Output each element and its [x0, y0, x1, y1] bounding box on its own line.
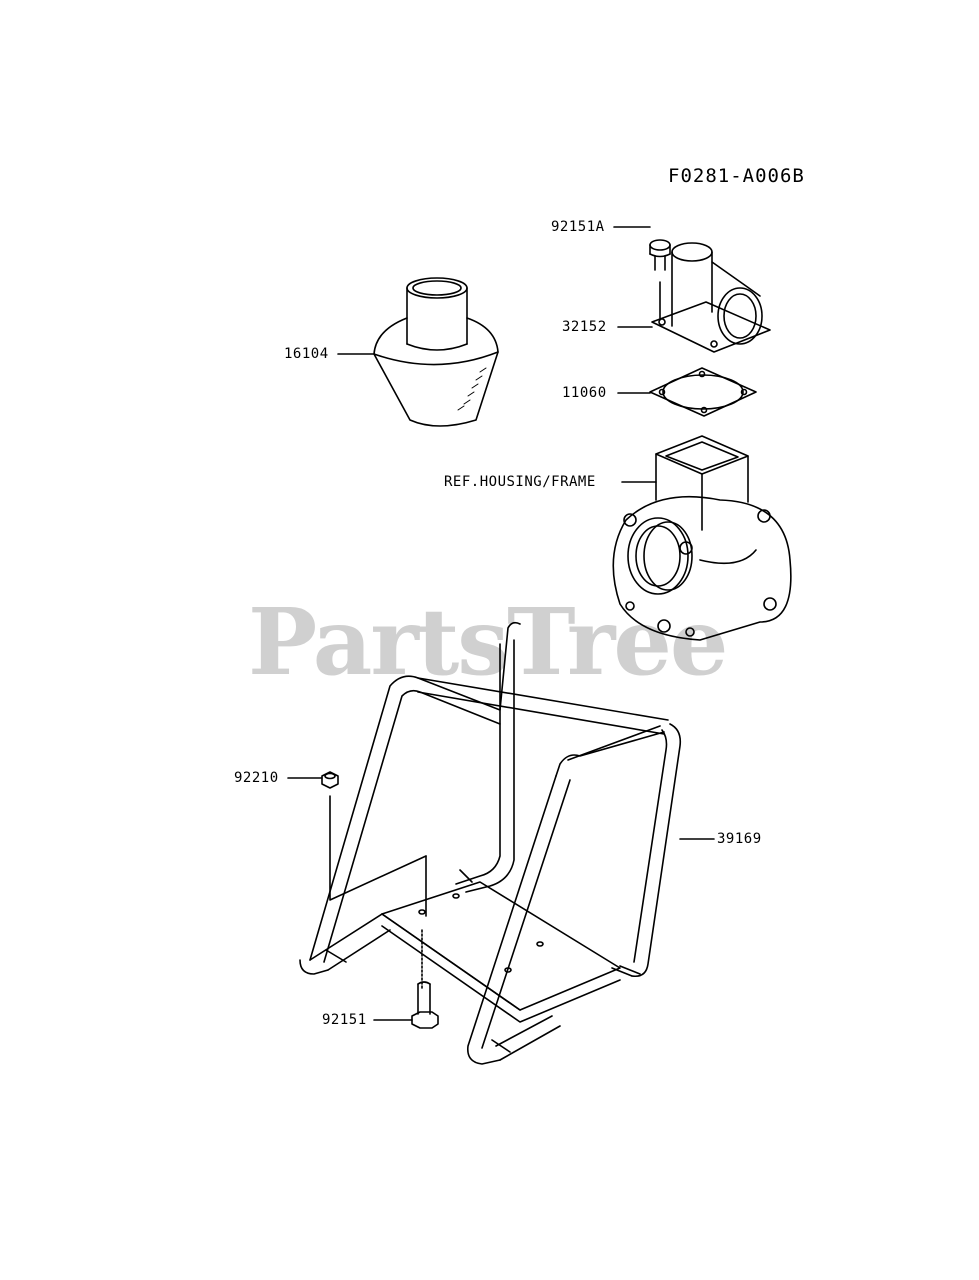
tubular-frame-39169 — [299, 621, 682, 1065]
bolt-92151 — [411, 981, 439, 1029]
label-92151a: 92151A — [551, 219, 605, 235]
label-92210: 92210 — [234, 770, 279, 786]
pump-housing-ref — [612, 435, 792, 641]
label-11060: 11060 — [562, 385, 607, 401]
label-32152: 32152 — [562, 319, 607, 335]
gasket-11060 — [649, 367, 757, 417]
label-16104: 16104 — [284, 346, 329, 362]
drawing-code: F0281-A006B — [668, 165, 805, 187]
cone-strainer-part — [373, 277, 499, 427]
label-ref-housing: REF.HOUSING/FRAME — [444, 474, 596, 490]
watermark: PartsTree — [248, 588, 728, 696]
label-39169: 39169 — [717, 831, 762, 847]
label-92151: 92151 — [322, 1012, 367, 1028]
nut-92210 — [321, 771, 339, 789]
bolt-92151a — [649, 239, 671, 319]
elbow-outlet-32152 — [651, 242, 771, 353]
